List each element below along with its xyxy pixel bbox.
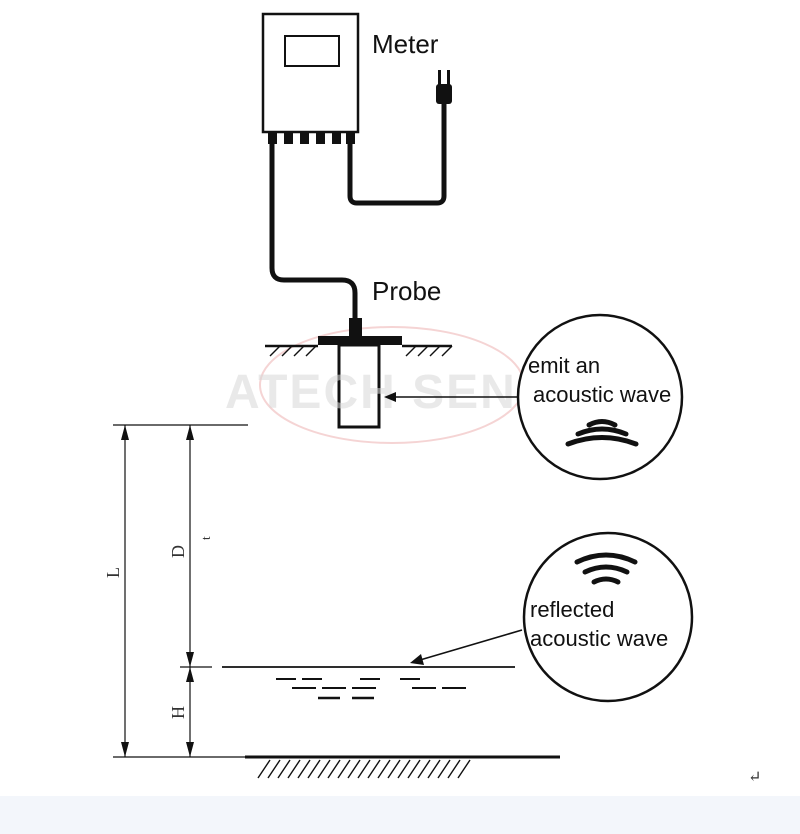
dimension-label-D: D — [168, 545, 188, 558]
dimension-arrowheads — [121, 425, 194, 757]
wave-icon — [574, 552, 638, 585]
dimension-label-L: L — [103, 567, 123, 578]
meter-gland — [268, 132, 277, 144]
tank-bottom — [245, 755, 560, 779]
reflect-label-line1: reflected — [530, 597, 614, 622]
reflect-arrowhead — [410, 654, 424, 665]
meter-label: Meter — [372, 29, 439, 59]
reflect-arrow — [419, 629, 523, 661]
reflect-callout — [522, 531, 694, 703]
meter-housing — [261, 12, 360, 134]
plug-icon — [436, 70, 452, 104]
meter-gland — [284, 132, 293, 144]
meter-gland — [346, 132, 355, 144]
corner-mark: ↵ — [748, 769, 761, 786]
dimension-label-t: t — [198, 536, 213, 540]
liquid-surface — [222, 666, 515, 700]
bottom-band — [0, 796, 800, 834]
emit-label-line1: emit an — [528, 353, 600, 378]
meter-display — [284, 35, 340, 67]
wave-icon — [565, 419, 639, 447]
meter-gland — [316, 132, 325, 144]
probe-connector — [349, 318, 362, 336]
reflect-label-line2: acoustic wave — [530, 626, 668, 651]
probe-cable — [269, 144, 358, 318]
meter — [261, 12, 360, 144]
meter-gland — [300, 132, 309, 144]
probe-body — [337, 343, 381, 429]
power-cable — [347, 102, 447, 206]
emit-label-line2: acoustic wave — [533, 382, 671, 407]
probe — [265, 318, 453, 429]
emit-arrowhead — [384, 392, 396, 402]
probe-flange — [318, 336, 402, 345]
meter-gland — [332, 132, 341, 144]
probe-label: Probe — [372, 276, 441, 306]
dimension-label-H: H — [168, 706, 188, 719]
